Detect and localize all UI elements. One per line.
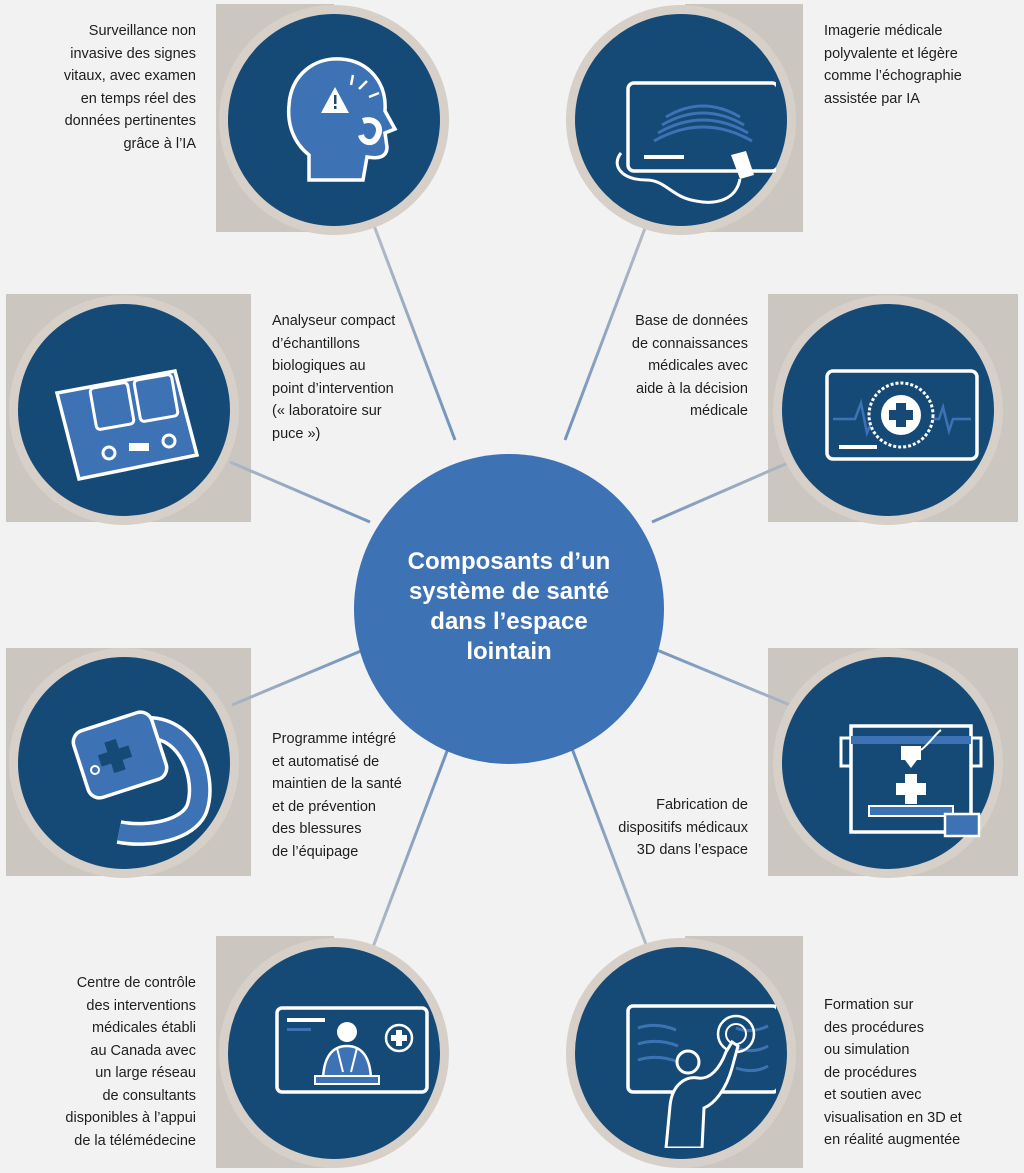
label-ar-training: Formation sur des procédures ou simulati…	[824, 997, 962, 1148]
telemedicine-doctor-icon	[275, 1006, 429, 1094]
ultrasound-icon	[615, 81, 776, 204]
smartwatch-icon	[71, 710, 212, 846]
medical-database-icon	[825, 369, 979, 461]
3d-printer-icon	[839, 724, 983, 838]
label-3d-printing: Fabrication de dispositifs médicaux 3D d…	[618, 797, 748, 858]
label-analyzer: Analyseur compact d’échantillons biologi…	[272, 313, 396, 442]
node-3d-printing	[773, 648, 1003, 878]
node-analyzer	[9, 295, 239, 525]
node-vital-signs	[219, 5, 449, 235]
ar-training-icon	[626, 1004, 776, 1148]
node-imaging	[566, 5, 796, 235]
label-imaging: Imagerie médicale polyvalente et légère …	[824, 23, 962, 107]
node-prevention	[9, 648, 239, 878]
center-hub: Composants d’un système de santé dans l’…	[354, 454, 664, 764]
lab-on-chip-icon	[54, 368, 200, 482]
node-ar-training	[566, 938, 796, 1168]
label-database: Base de données de connaissances médical…	[631, 313, 748, 419]
label-vital-signs: Surveillance non invasive des signes vit…	[63, 23, 196, 152]
center-title: Composants d’un système de santé dans l’…	[407, 548, 611, 665]
node-control-center	[219, 938, 449, 1168]
label-prevention: Programme intégré et automatisé de maint…	[272, 731, 402, 860]
node-database	[773, 295, 1003, 525]
head-monitoring-icon	[286, 57, 398, 182]
label-control-center: Centre de contrôle des interventions méd…	[65, 975, 196, 1149]
